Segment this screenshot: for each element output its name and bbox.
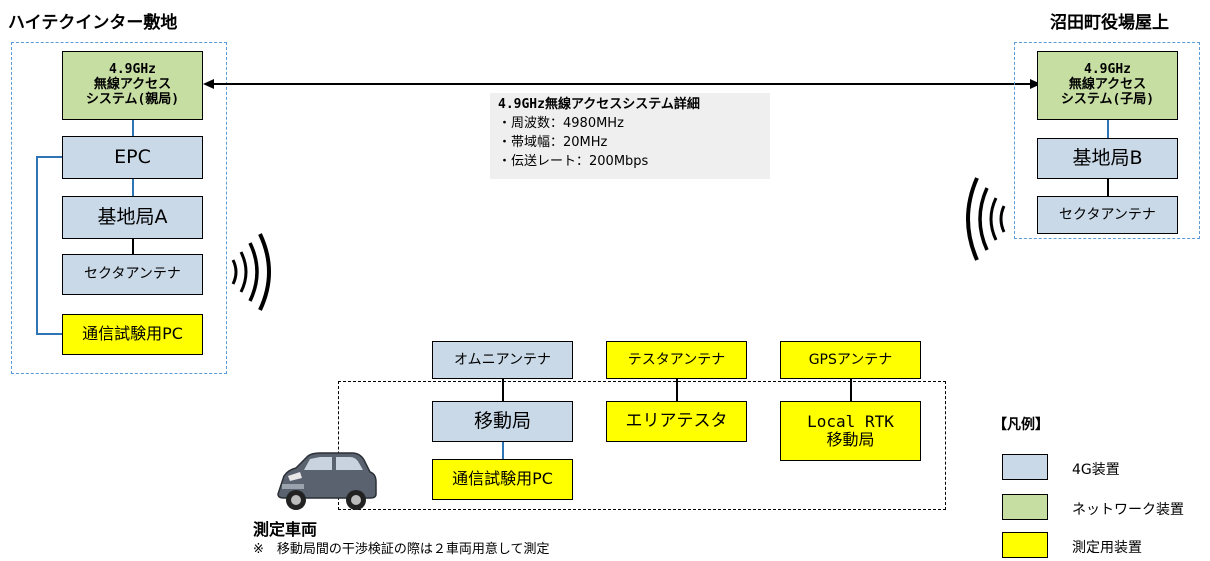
vehicle-boundary (338, 381, 946, 510)
site-b-boundary (1014, 42, 1200, 239)
legend-swatch-measurement (1002, 532, 1048, 558)
vehicle-note: ※ 移動局間の干渉検証の際は２車両用意して測定 (253, 542, 550, 557)
legend-swatch-4g (1002, 454, 1048, 480)
test-pc-vehicle-label: 通信試験用PC (452, 469, 553, 489)
site-a-boundary (11, 42, 227, 374)
details-box: 4.9GHz無線アクセスシステム詳細 ・周波数：4980MHz ・帯域幅：20M… (490, 93, 770, 179)
details-line-2: ・帯域幅：20MHz (498, 134, 608, 150)
omni-antenna-label: オムニアンテナ (453, 351, 552, 368)
legend-label-network: ネットワーク装置 (1072, 502, 1184, 518)
area-tester: エリアテスタ (606, 401, 747, 442)
access-child-line-1: 4.9GHz (1084, 62, 1131, 78)
legend-title: 【凡例】 (993, 417, 1049, 433)
link-access-epc (132, 120, 134, 136)
access-system-child: 4.9GHz 無線アクセス システム(子局) (1037, 51, 1178, 120)
link-base-a-sector (132, 239, 134, 254)
access-system-parent: 4.9GHz 無線アクセス システム(親局) (62, 51, 203, 120)
sector-antenna-a-label: セクタアンテナ (84, 266, 181, 283)
gps-antenna-label: GPSアンテナ (808, 351, 893, 368)
details-line-3: ・伝送レート：200Mbps (498, 153, 649, 169)
legend-swatch-network (1002, 494, 1048, 520)
access-child-line-3: システム(子局) (1060, 91, 1155, 107)
car-icon (277, 452, 377, 510)
radio-waves-a-icon (231, 233, 271, 311)
access-parent-line-2: 無線アクセス (93, 77, 172, 93)
area-tester-label: エリアテスタ (625, 410, 728, 431)
mobile-station: 移動局 (432, 401, 573, 442)
details-title: 4.9GHz無線アクセスシステム詳細 (498, 97, 700, 112)
sector-antenna-a: セクタアンテナ (62, 254, 203, 295)
link-base-b-sector (1107, 179, 1109, 196)
legend-label-measurement: 測定用装置 (1072, 540, 1142, 556)
link-epc-base-a (132, 179, 134, 196)
gps-antenna: GPSアンテナ (780, 341, 921, 379)
link-epc-pc-side (36, 156, 38, 335)
test-pc-vehicle: 通信試験用PC (432, 459, 573, 500)
access-child-line-2: 無線アクセス (1068, 77, 1147, 93)
sector-antenna-b: セクタアンテナ (1037, 196, 1178, 234)
local-rtk-label-2: 移動局 (826, 430, 875, 449)
tester-antenna-label: テスタアンテナ (627, 351, 726, 368)
legend-label-4g: 4G装置 (1072, 462, 1120, 478)
link-epc-pc-top (36, 156, 62, 158)
base-station-a-label: 基地局A (97, 205, 168, 228)
omni-antenna: オムニアンテナ (432, 341, 573, 379)
epc-box: EPC (62, 136, 203, 179)
test-pc-a: 通信試験用PC (62, 314, 203, 355)
backhaul-link-arrow (203, 79, 1041, 89)
base-station-b: 基地局B (1037, 138, 1178, 179)
local-rtk-label-1: Local RTK (807, 411, 894, 431)
link-access-base-b (1107, 120, 1109, 138)
mobile-station-label: 移動局 (473, 409, 531, 432)
link-mobile-pc (502, 442, 504, 459)
details-line-1: ・周波数：4980MHz (498, 115, 624, 131)
tester-antenna: テスタアンテナ (606, 341, 747, 379)
base-station-b-label: 基地局B (1072, 146, 1143, 169)
access-parent-line-1: 4.9GHz (109, 62, 156, 78)
link-gps-rtk (850, 379, 852, 401)
access-parent-line-3: システム(親局) (85, 91, 180, 107)
site-b-label: 沼田町役場屋上 (1050, 13, 1169, 33)
sector-antenna-b-label: セクタアンテナ (1059, 206, 1156, 223)
site-a-label: ハイテクインター敷地 (8, 13, 178, 33)
base-station-a: 基地局A (62, 196, 203, 239)
test-pc-a-label: 通信試験用PC (82, 324, 183, 344)
radio-waves-b-icon (966, 177, 1006, 261)
local-rtk-mobile: Local RTK 移動局 (780, 401, 921, 461)
vehicle-label: 測定車両 (253, 520, 318, 539)
link-omni-mobile (502, 379, 504, 401)
epc-label: EPC (114, 145, 151, 168)
link-epc-pc-bottom (36, 333, 62, 335)
link-tester-area (676, 379, 678, 401)
